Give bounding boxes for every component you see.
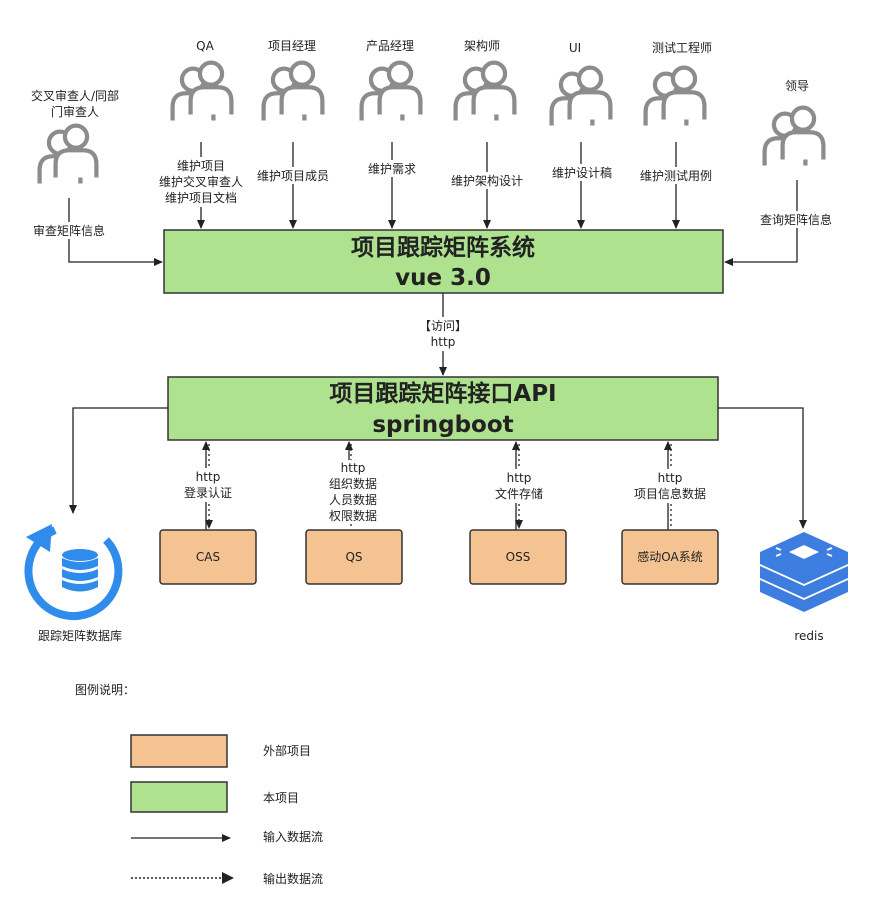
actor-name-line: 门审查人 — [51, 104, 99, 119]
arrow-leader — [724, 180, 798, 266]
legend-label: 外部项目 — [263, 743, 311, 758]
link-label: 项目信息数据 — [634, 486, 706, 501]
link-label: 【访问】 — [419, 319, 467, 333]
legend-label: 本项目 — [263, 791, 299, 805]
action-label: 维护设计稿 — [552, 165, 612, 180]
external-name: 感动OA系统 — [637, 549, 702, 564]
actor-name: 产品经理 — [366, 39, 414, 53]
actor-name: 测试工程师 — [652, 40, 712, 55]
legend-item-internal: 本项目 — [130, 781, 299, 813]
action-label: 维护架构设计 — [451, 173, 523, 188]
actor-arrows — [68, 142, 798, 266]
actor-architect: 架构师 — [453, 38, 517, 121]
actor-test-engineer: 测试工程师 — [643, 40, 712, 126]
actor-name: UI — [569, 41, 581, 55]
arrow-api-redis — [718, 407, 807, 529]
action-label: 维护测试用例 — [640, 168, 712, 183]
action-label: 审查矩阵信息 — [33, 223, 105, 238]
actor-ui: UI — [549, 41, 613, 126]
person-icon — [762, 105, 826, 166]
link-label: http — [507, 471, 532, 485]
api-subtitle: springboot — [372, 412, 513, 438]
action-label: 维护项目 — [177, 159, 225, 173]
api-system: 项目跟踪矩阵接口API springboot — [167, 376, 719, 441]
redis-icon — [760, 532, 848, 612]
legend-dotted-arrow — [222, 872, 234, 884]
external-links — [202, 441, 672, 530]
legend-item-external: 外部项目 — [130, 734, 311, 768]
action-label: 查询矩阵信息 — [760, 212, 832, 227]
person-icon — [261, 60, 325, 121]
action-label: 维护交叉审查人 — [159, 174, 243, 189]
legend: 图例说明： 外部项目 本项目 输入数据流 输出数据流 — [75, 682, 323, 886]
legend-item-output-flow: 输出数据流 — [131, 871, 323, 886]
arrow-cross-reviewer — [68, 198, 163, 266]
external-box-qs: QS — [305, 529, 403, 585]
actor-name: 领导 — [785, 79, 809, 93]
actor-name-line: 交叉审查人/同部 — [31, 88, 119, 103]
person-icon — [359, 60, 423, 121]
person-icon — [643, 65, 707, 126]
frontend-to-api-link: 【访问】 http — [418, 293, 470, 376]
actor-leader: 领导 — [762, 79, 826, 166]
actor-cross-reviewer: 交叉审查人/同部 门审查人 — [31, 88, 119, 184]
actor-project-manager: 项目经理 — [261, 39, 325, 121]
legend-swatch — [130, 734, 228, 768]
link-label: 文件存储 — [495, 486, 543, 501]
link-label: http — [341, 461, 366, 475]
external-name: CAS — [196, 550, 220, 564]
legend-item-input-flow: 输入数据流 — [131, 829, 323, 844]
external-box-oa: 感动OA系统 — [621, 529, 719, 585]
actor-name: QA — [196, 39, 214, 53]
external-box-oss: OSS — [469, 529, 567, 585]
link-label: 权限数据 — [329, 508, 377, 523]
action-label: 维护需求 — [368, 162, 416, 176]
actor-product-manager: 产品经理 — [359, 39, 423, 121]
redis: redis — [760, 532, 848, 643]
person-icon — [170, 60, 234, 121]
external-link-labels: http 登录认证 http 组织数据 人员数据 权限数据 http 文件存储 … — [178, 460, 712, 524]
link-label: http — [431, 335, 456, 349]
frontend-title: 项目跟踪矩阵系统 — [351, 234, 535, 261]
link-label: 组织数据 — [329, 476, 377, 491]
link-label: http — [196, 470, 221, 484]
api-title: 项目跟踪矩阵接口API — [329, 380, 556, 407]
external-box-cas: CAS — [159, 529, 257, 585]
database: 跟踪矩阵数据库 — [24, 524, 123, 643]
person-icon — [453, 60, 517, 121]
legend-label: 输入数据流 — [263, 829, 323, 844]
action-labels: 审查矩阵信息 维护项目 维护交叉审查人 维护项目文档 维护项目成员 维护需求 维… — [26, 157, 839, 239]
person-icon — [549, 65, 613, 126]
person-icon — [37, 123, 99, 184]
redis-label: redis — [794, 629, 823, 643]
frontend-subtitle: vue 3.0 — [395, 265, 491, 291]
link-label: 登录认证 — [184, 485, 232, 500]
database-sync-icon — [24, 524, 123, 621]
external-name: QS — [345, 550, 362, 564]
action-label: 维护项目文档 — [165, 190, 237, 205]
legend-swatch — [130, 781, 228, 813]
action-label: 维护项目成员 — [257, 169, 329, 183]
database-label: 跟踪矩阵数据库 — [38, 628, 122, 643]
actor-name: 架构师 — [464, 38, 500, 53]
legend-label: 输出数据流 — [263, 871, 323, 886]
link-label: http — [658, 471, 683, 485]
legend-title: 图例说明： — [75, 682, 135, 697]
actor-name: 项目经理 — [268, 39, 316, 53]
external-name: OSS — [506, 550, 531, 564]
arrow-api-database — [69, 407, 168, 514]
actor-qa: QA — [170, 39, 234, 121]
frontend-system: 项目跟踪矩阵系统 vue 3.0 — [163, 229, 724, 294]
link-label: 人员数据 — [329, 492, 377, 507]
